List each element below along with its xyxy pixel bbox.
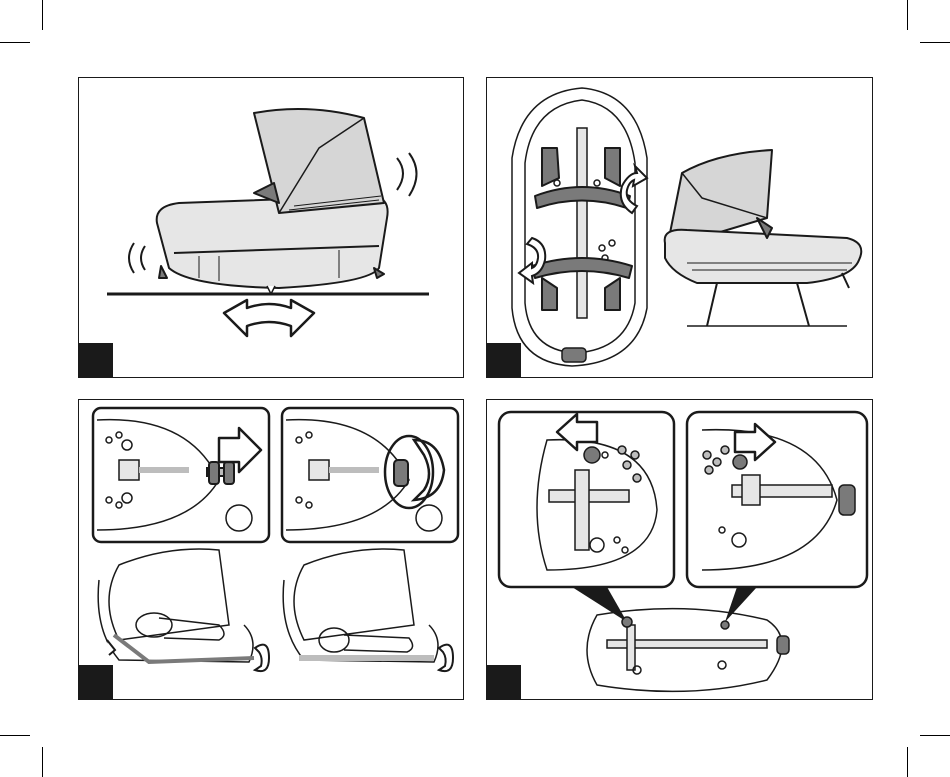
crop-mark <box>42 0 43 30</box>
handle-stand-illustration <box>487 78 873 378</box>
crop-mark <box>0 735 30 736</box>
rotate-arrow-icon <box>439 645 453 671</box>
crop-mark <box>42 747 43 777</box>
step-badge-2 <box>487 343 521 377</box>
crop-mark <box>907 747 908 777</box>
inset-right-lock <box>687 412 867 587</box>
crop-mark <box>0 42 30 43</box>
rocking-arrow-icon <box>224 300 314 336</box>
illustration-panel-1 <box>78 77 464 378</box>
step-badge-4 <box>487 665 521 699</box>
inclined-backrest <box>98 549 254 662</box>
carrycot-top-view <box>587 609 789 692</box>
illustration-panel-3 <box>78 399 464 700</box>
crop-mark <box>920 42 950 43</box>
crop-mark <box>907 0 908 30</box>
illustration-panel-4 <box>486 399 873 700</box>
lock-button-illustration <box>487 400 873 700</box>
backrest-knob-illustration <box>79 400 464 700</box>
step-badge-3 <box>79 665 113 699</box>
flat-backrest <box>283 549 438 662</box>
rotate-arrow-icon <box>255 645 269 671</box>
rocking-carrycot-illustration <box>79 78 464 378</box>
inset-left-lock <box>499 412 674 587</box>
illustration-panel-2 <box>486 77 873 378</box>
crop-mark <box>920 735 950 736</box>
step-badge-1 <box>79 343 113 377</box>
inset-rotate-knob <box>282 408 458 542</box>
inset-pull-knob <box>93 408 269 542</box>
